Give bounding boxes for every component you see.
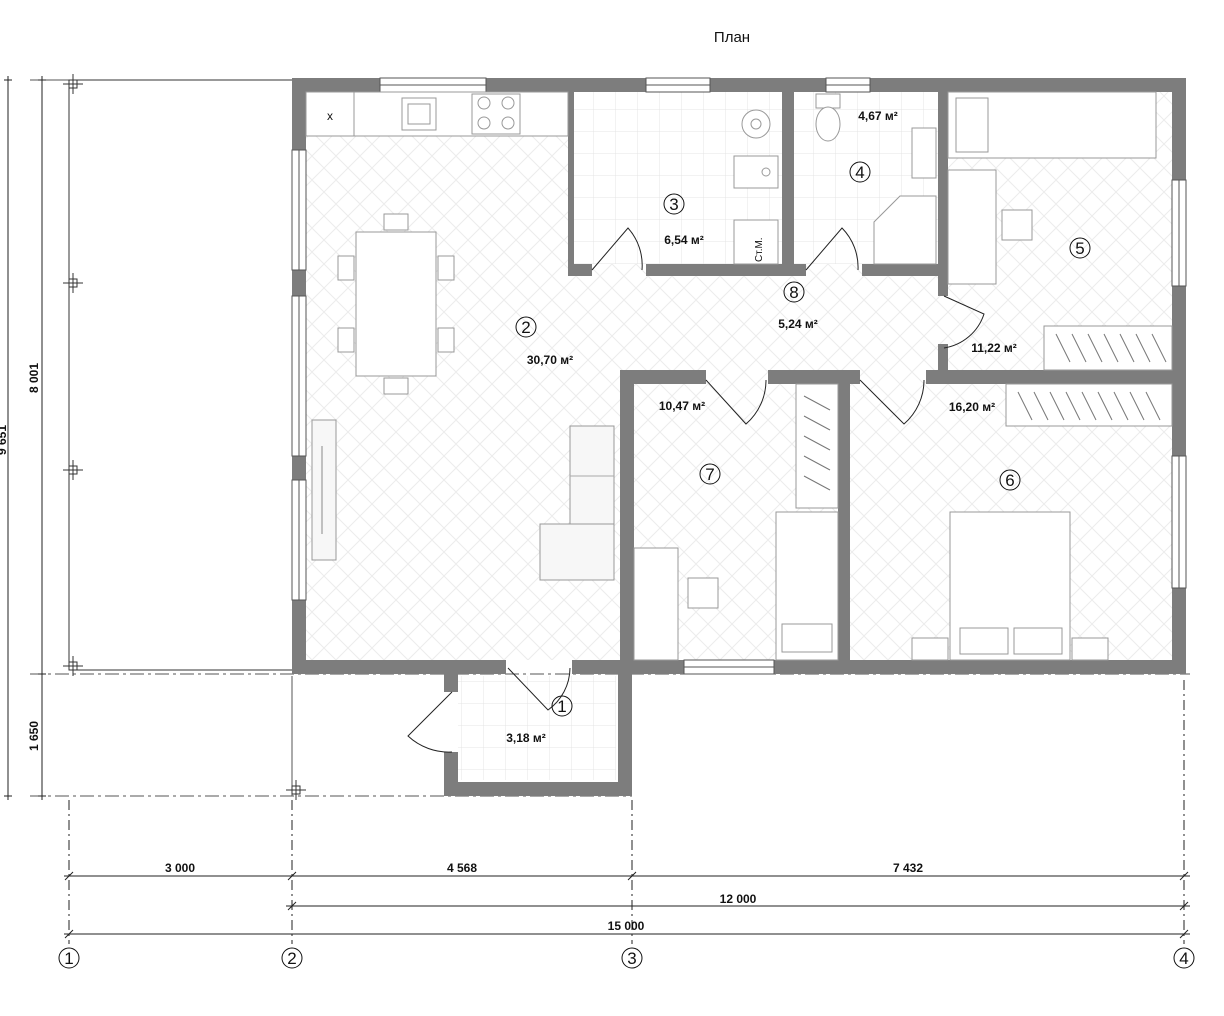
axis-4: 4 <box>1173 947 1195 969</box>
dim-seg3: 7 432 <box>893 861 923 875</box>
axis-3: 3 <box>621 947 643 969</box>
axis-markers: 1 2 3 4 <box>58 947 1195 969</box>
svg-text:7: 7 <box>705 465 714 484</box>
room-5-area: 11,22 м² <box>971 341 1017 355</box>
svg-text:4: 4 <box>1179 949 1188 968</box>
windows <box>291 77 1187 675</box>
svg-text:4: 4 <box>855 163 864 182</box>
room-8-area: 5,24 м² <box>778 317 818 331</box>
dim-seg1: 3 000 <box>165 861 195 875</box>
dim-vertical-main: 8 001 <box>27 363 41 393</box>
axis-1: 1 <box>58 947 80 969</box>
dim-vertical-porch: 1 650 <box>27 721 41 751</box>
svg-text:2: 2 <box>521 318 530 337</box>
dim-span-15000: 15 000 <box>608 919 645 933</box>
dim-seg2: 4 568 <box>447 861 477 875</box>
room-3-area: 6,54 м² <box>664 233 704 247</box>
room-4-number: 4 <box>849 161 871 183</box>
room-7-number: 7 <box>699 463 721 485</box>
room-areas: 3,18 м² 30,70 м² 6,54 м² 4,67 м² 11,22 м… <box>506 109 1017 745</box>
doors <box>407 227 985 753</box>
furniture: x Ст.М. <box>305 91 1173 661</box>
dim-span-12000: 12 000 <box>720 892 757 906</box>
room-numbers: 1 2 3 4 5 6 7 8 <box>515 161 1091 717</box>
svg-text:6: 6 <box>1005 471 1014 490</box>
room-8-number: 8 <box>783 281 805 303</box>
svg-text:3: 3 <box>669 195 678 214</box>
column-markers <box>63 74 306 800</box>
axis-2: 2 <box>281 947 303 969</box>
svg-text:1: 1 <box>64 949 73 968</box>
horizontal-dimensions <box>64 680 1190 944</box>
svg-text:2: 2 <box>287 949 296 968</box>
svg-text:3: 3 <box>627 949 636 968</box>
room-6-number: 6 <box>999 469 1021 491</box>
room-7-area: 10,47 м² <box>659 399 705 413</box>
svg-text:8: 8 <box>789 283 798 302</box>
floor-fills <box>306 92 1172 780</box>
fixture-label: Ст.М. <box>754 237 765 262</box>
room-2-number: 2 <box>515 316 537 338</box>
plan-title: План <box>714 29 750 46</box>
room-5-number: 5 <box>1069 237 1091 259</box>
svg-text:5: 5 <box>1075 239 1084 258</box>
room-1-number: 1 <box>551 695 573 717</box>
dim-vertical-total: 9 651 <box>0 425 9 455</box>
room-3-number: 3 <box>663 193 685 215</box>
svg-text:1: 1 <box>557 697 566 716</box>
kitchen-mark: x <box>327 109 333 123</box>
room-2-area: 30,70 м² <box>527 353 573 367</box>
room-4-area: 4,67 м² <box>858 109 898 123</box>
room-6-area: 16,20 м² <box>949 400 995 414</box>
room-1-area: 3,18 м² <box>506 731 546 745</box>
vertical-dimensions <box>4 76 46 800</box>
